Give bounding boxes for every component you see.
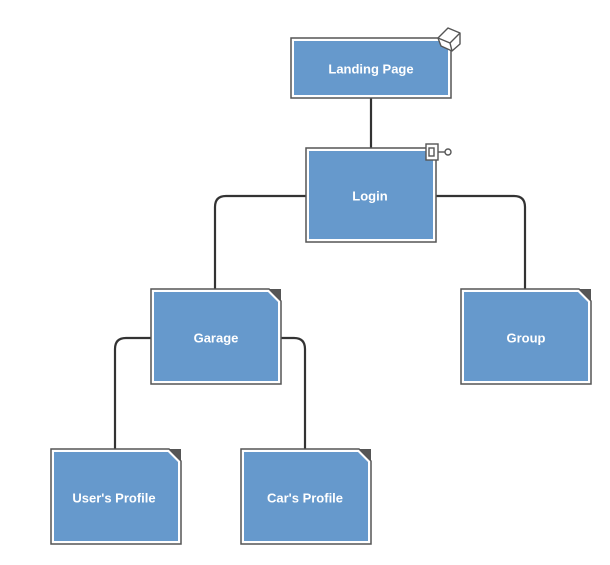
node-login[interactable]: Login <box>305 143 452 243</box>
connector-garage-users-profile <box>113 336 153 451</box>
node-cars-profile[interactable]: Car's Profile <box>240 448 372 545</box>
fold-corner <box>579 289 591 301</box>
key-icon <box>425 143 452 161</box>
fold-corner <box>169 449 181 461</box>
node-users-profile[interactable]: User's Profile <box>50 448 182 545</box>
node-group[interactable]: Group <box>460 288 592 385</box>
fold-corner <box>269 289 281 301</box>
connector-login-garage <box>213 194 308 291</box>
node-landing-page[interactable]: Landing Page <box>290 27 461 99</box>
connector-garage-cars-profile <box>279 336 307 451</box>
node-label-cars-profile: Car's Profile <box>267 490 343 505</box>
node-label-login: Login <box>352 188 387 203</box>
connector-login-group <box>434 194 527 291</box>
home-icon <box>437 27 461 52</box>
node-garage[interactable]: Garage <box>150 288 282 385</box>
node-label-garage: Garage <box>194 330 239 345</box>
node-label-group: Group <box>507 330 546 345</box>
connectors <box>113 96 527 451</box>
node-label-users-profile: User's Profile <box>72 490 155 505</box>
node-label-landing-page: Landing Page <box>328 61 413 76</box>
fold-corner <box>359 449 371 461</box>
